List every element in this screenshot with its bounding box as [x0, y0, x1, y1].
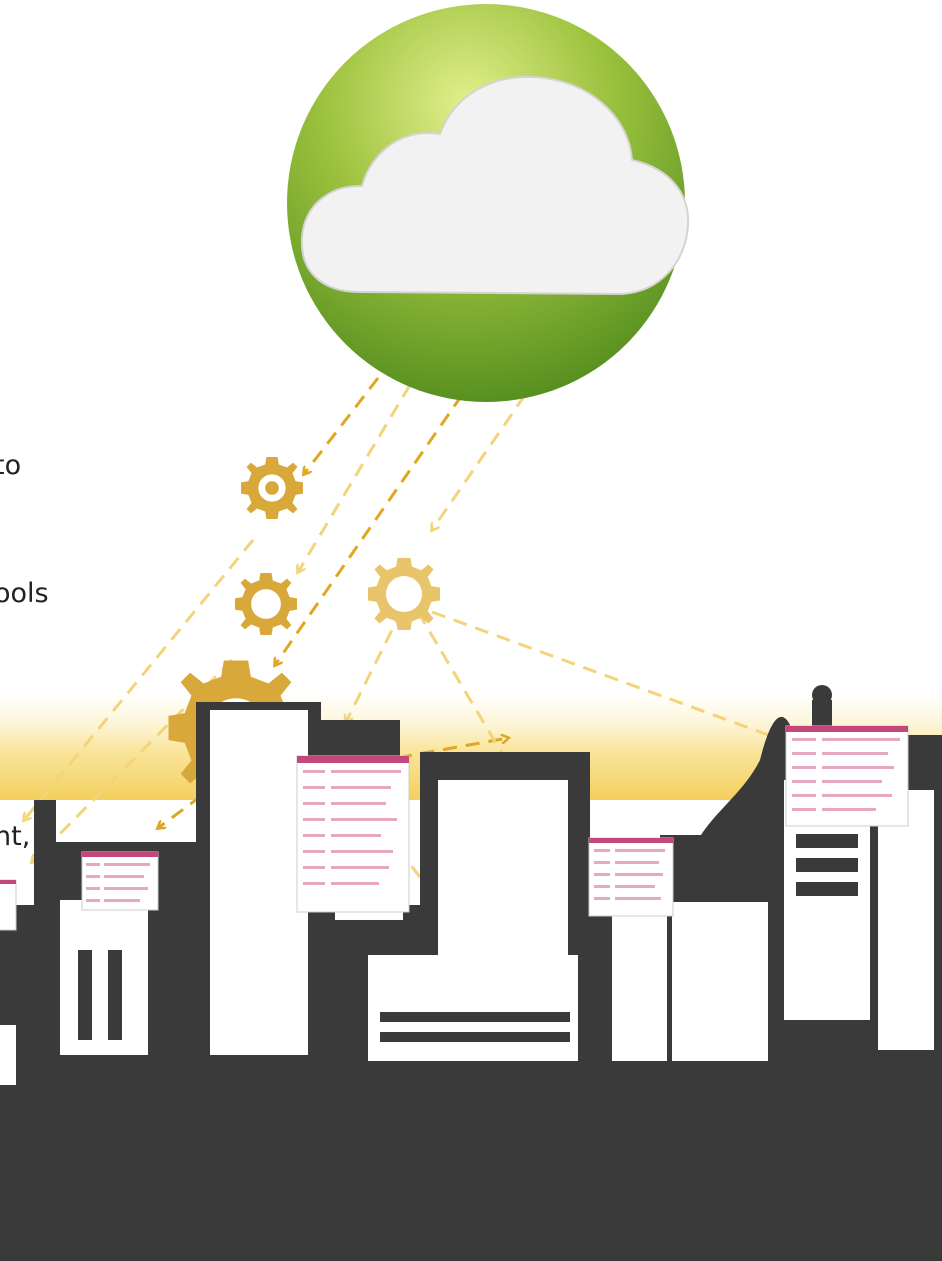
cloud-shape: [300, 76, 690, 296]
arrow-cloud-to-gear-2: [298, 384, 412, 572]
gear-icon: [241, 457, 303, 519]
gear-icon: [368, 558, 440, 630]
arrow-gear2-to-building-4: [346, 609, 404, 722]
building-details: [78, 810, 858, 1042]
text-fragment-2: ools: [0, 578, 49, 609]
text-fragment-3: nt,: [0, 821, 31, 852]
app-screen: [81, 851, 159, 911]
arrow-gear-to-left-1: [24, 539, 255, 820]
gear-icon: [235, 573, 297, 635]
app-screen: [588, 837, 674, 917]
app-screen: [296, 755, 410, 913]
arrow-cloud-to-gear-3: [275, 394, 464, 665]
cloud-icon: [287, 4, 690, 402]
arrow-cloud-to-gear-1: [304, 377, 380, 474]
text-fragment-1: to: [0, 450, 22, 481]
arrow-cloud-to-gear-4: [432, 394, 527, 530]
app-screen: [785, 725, 909, 827]
app-screen: [0, 879, 17, 931]
arrow-gear2-to-screen-3: [431, 610, 782, 740]
